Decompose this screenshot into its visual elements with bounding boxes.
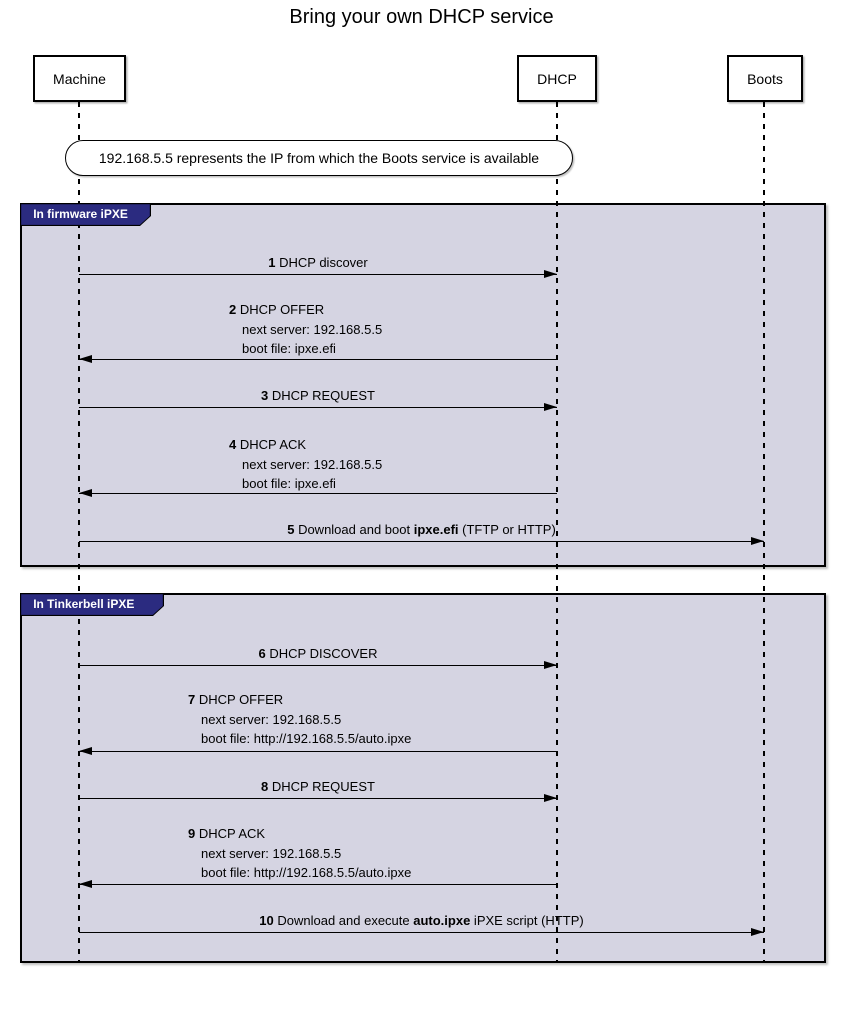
message-8-arrowhead-icon bbox=[544, 793, 557, 802]
message-2-label: 2 DHCP OFFER next server: 192.168.5.5 bo… bbox=[229, 300, 382, 359]
message-9-label: 9 DHCP ACK next server: 192.168.5.5 boot… bbox=[188, 824, 411, 883]
message-8-number: 8 bbox=[261, 779, 269, 794]
frame-firmware-ipxe bbox=[20, 203, 826, 567]
message-10-arrow-line bbox=[79, 931, 764, 933]
message-3-arrow-line bbox=[79, 406, 557, 408]
message-2-detail-next-server: next server: 192.168.5.5 bbox=[242, 321, 383, 337]
message-7-arrowhead-icon bbox=[79, 746, 92, 755]
message-5-number: 5 bbox=[287, 522, 295, 537]
message-10-label: 10 Download and execute auto.ipxe iPXE s… bbox=[79, 913, 764, 928]
message-10-number: 10 bbox=[259, 913, 274, 928]
message-9-title: 9 DHCP ACK bbox=[188, 824, 411, 844]
message-2-detail-boot-file: boot file: ipxe.efi bbox=[242, 341, 336, 356]
message-9-arrowhead-icon bbox=[79, 880, 92, 888]
frame-label-tinkerbell-ipxe-text: In Tinkerbell iPXE bbox=[21, 594, 163, 615]
frame-label-tinkerbell-ipxe: In Tinkerbell iPXE bbox=[20, 593, 164, 616]
message-2-arrow-line bbox=[79, 358, 557, 360]
message-7-title: 7 DHCP OFFER bbox=[188, 690, 411, 710]
frame-tinkerbell-ipxe bbox=[20, 593, 826, 963]
message-6-arrow-line bbox=[79, 664, 557, 666]
message-7-detail-boot-file: boot file: http://192.168.5.5/auto.ipxe bbox=[201, 731, 412, 746]
message-3-text: DHCP REQUEST bbox=[271, 388, 375, 403]
message-6-label: 6 DHCP DISCOVER bbox=[79, 646, 557, 661]
message-7-label: 7 DHCP OFFER next server: 192.168.5.5 bo… bbox=[188, 690, 411, 749]
note-boots-ip: 192.168.5.5 represents the IP from which… bbox=[65, 140, 573, 176]
message-9-number: 9 bbox=[188, 826, 196, 841]
message-3-number: 3 bbox=[261, 388, 269, 403]
lifeline-dhcp bbox=[556, 102, 558, 963]
message-4-number: 4 bbox=[229, 437, 237, 452]
note-text: 192.168.5.5 represents the IP from which… bbox=[98, 150, 540, 166]
message-7-arrow-line bbox=[79, 750, 557, 752]
message-2-number: 2 bbox=[229, 302, 237, 317]
message-10-text-pre: Download and execute bbox=[277, 913, 414, 928]
message-1-arrow-line bbox=[79, 273, 557, 275]
message-4-arrowhead-icon bbox=[79, 489, 92, 497]
message-1-arrowhead-icon bbox=[544, 269, 557, 278]
lifeline-machine bbox=[78, 102, 80, 963]
frame-label-firmware-ipxe-text: In firmware iPXE bbox=[21, 204, 150, 225]
message-2-text: DHCP OFFER bbox=[239, 302, 325, 317]
lifeline-boots bbox=[763, 102, 765, 963]
participant-machine-label: Machine bbox=[53, 70, 106, 87]
message-5-arrowhead-icon bbox=[751, 536, 764, 545]
diagram-title: Bring your own DHCP service bbox=[289, 6, 554, 28]
participant-boots-label: Boots bbox=[747, 70, 783, 87]
message-1-number: 1 bbox=[268, 255, 276, 270]
message-5-text-bold: ipxe.efi bbox=[413, 522, 459, 537]
message-4-label: 4 DHCP ACK next server: 192.168.5.5 boot… bbox=[229, 435, 382, 494]
message-6-arrowhead-icon bbox=[544, 660, 557, 669]
message-9-text: DHCP ACK bbox=[198, 826, 266, 841]
message-4-detail-next-server: next server: 192.168.5.5 bbox=[242, 456, 383, 472]
message-1-label: 1 DHCP discover bbox=[79, 255, 557, 270]
message-5-arrow-line bbox=[79, 540, 764, 542]
message-5-text-pre: Download and boot bbox=[298, 522, 414, 537]
message-9-detail-next-server: next server: 192.168.5.5 bbox=[201, 845, 342, 861]
message-8-label: 8 DHCP REQUEST bbox=[79, 779, 557, 794]
message-4-text: DHCP ACK bbox=[239, 437, 307, 452]
message-3-label: 3 DHCP REQUEST bbox=[79, 388, 557, 403]
message-8-arrow-line bbox=[79, 797, 557, 799]
message-8-text: DHCP REQUEST bbox=[271, 779, 375, 794]
message-10-arrowhead-icon bbox=[751, 927, 764, 936]
message-6-number: 6 bbox=[258, 646, 266, 661]
participant-dhcp-label: DHCP bbox=[537, 70, 577, 87]
message-6-text: DHCP DISCOVER bbox=[269, 646, 378, 661]
message-10-text-bold: auto.ipxe bbox=[413, 913, 471, 928]
message-9-detail-boot-file: boot file: http://192.168.5.5/auto.ipxe bbox=[201, 865, 412, 880]
frame-label-firmware-ipxe: In firmware iPXE bbox=[20, 203, 151, 226]
message-5-text-post: (TFTP or HTTP) bbox=[458, 522, 556, 537]
message-4-arrow-line bbox=[79, 493, 557, 495]
message-7-detail-next-server: next server: 192.168.5.5 bbox=[201, 711, 342, 727]
message-7-text: DHCP OFFER bbox=[198, 692, 284, 707]
participant-boots: Boots bbox=[727, 55, 803, 102]
message-4-detail-boot-file: boot file: ipxe.efi bbox=[242, 476, 336, 491]
message-10-text-post: iPXE script (HTTP) bbox=[470, 913, 584, 928]
message-1-text: DHCP discover bbox=[279, 255, 368, 270]
message-7-number: 7 bbox=[188, 692, 196, 707]
message-5-label: 5 Download and boot ipxe.efi (TFTP or HT… bbox=[79, 522, 764, 537]
message-2-arrowhead-icon bbox=[79, 354, 92, 363]
message-3-arrowhead-icon bbox=[544, 402, 557, 411]
participant-machine: Machine bbox=[33, 55, 126, 102]
message-4-title: 4 DHCP ACK bbox=[229, 435, 382, 455]
message-9-arrow-line bbox=[79, 884, 557, 886]
message-2-title: 2 DHCP OFFER bbox=[229, 300, 382, 320]
participant-dhcp: DHCP bbox=[517, 55, 597, 102]
